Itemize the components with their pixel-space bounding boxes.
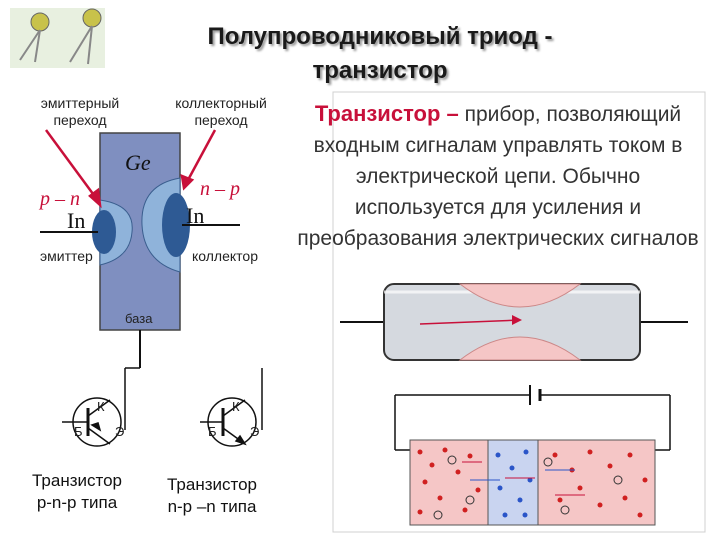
title-line-2: транзистор: [312, 57, 448, 84]
npn-symbol: [200, 368, 263, 447]
ge-label: Ge: [125, 150, 151, 175]
pnp-k-label: К: [97, 399, 105, 414]
emitter-label: эмиттер: [40, 248, 93, 264]
emitter-junction-label: эмиттерный переход: [30, 95, 130, 129]
title-line-1: Полупроводниковый триод -: [207, 23, 553, 50]
npn-caption-line-1: Транзистор: [166, 475, 258, 494]
npn-k-label: К: [232, 399, 240, 414]
npn-caption-line-2: n-p –n типа: [167, 497, 257, 516]
pnp-caption-line-2: p-n-p типа: [36, 493, 118, 512]
emitter-junction-line-1: эмиттерный: [40, 95, 120, 111]
circuit: [394, 385, 671, 451]
npn-e-label: Э: [250, 424, 260, 439]
semiconductor-bar: [340, 283, 688, 361]
in-right-label: In: [186, 203, 205, 228]
base-label: база: [125, 311, 153, 326]
npn-caption: Транзистор n-p –n типа: [152, 474, 272, 518]
pnp-caption: Транзистор p-n-p типа: [22, 470, 132, 514]
illustration-frame: [332, 91, 706, 533]
np-label: n – p: [200, 178, 240, 200]
emitter-junction-line-2: переход: [53, 112, 107, 128]
pnp-caption-line-1: Транзистор: [31, 471, 123, 490]
transistor-description: Транзистор – прибор, позволяющий входным…: [288, 98, 708, 254]
pnp-e-label: Э: [115, 424, 125, 439]
description-rest: позволяющий входным сигналам управлять т…: [297, 103, 699, 250]
collector-label: коллектор: [192, 248, 258, 264]
collector-junction-line-2: переход: [194, 112, 248, 128]
description-term: Транзистор –: [314, 101, 459, 126]
charge-carriers-box: [409, 439, 656, 526]
page-title: Полупроводниковый триод - транзистор: [160, 20, 600, 88]
collector-junction-line-1: коллекторный: [175, 95, 267, 111]
description-first: прибор,: [458, 103, 541, 126]
collector-junction-label: коллекторный переход: [166, 95, 276, 129]
junction-arrows: [44, 129, 217, 209]
pnp-symbol: [62, 367, 140, 447]
npn-b-label: Б: [208, 424, 217, 439]
pnp-b-label: Б: [74, 424, 83, 439]
in-left-label: In: [67, 208, 86, 233]
transistor-photo: [10, 8, 105, 68]
pn-label: p – n: [40, 188, 80, 210]
